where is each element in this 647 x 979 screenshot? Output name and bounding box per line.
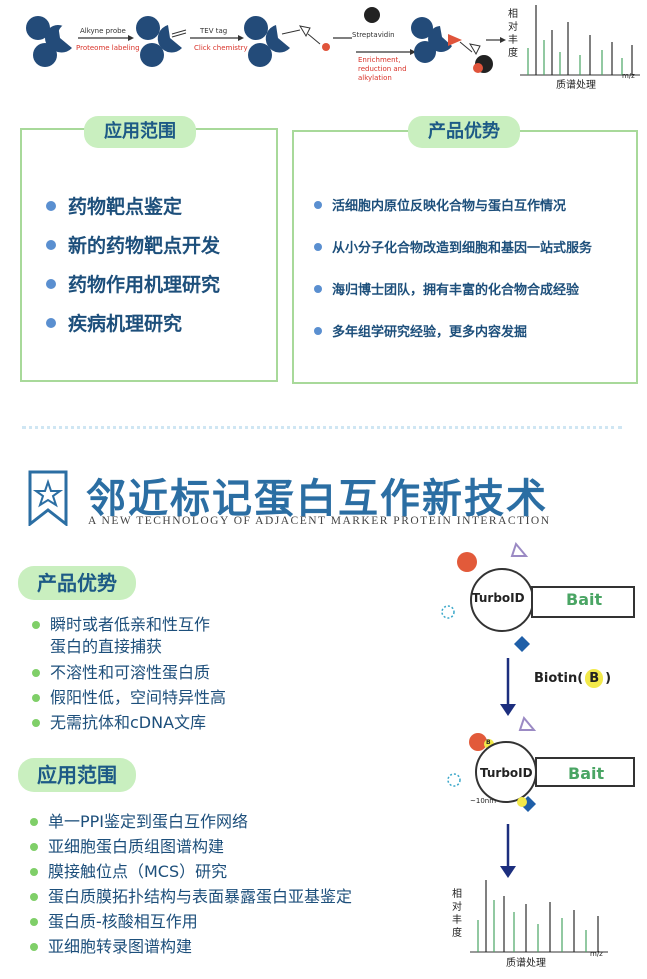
- advantage-panel-title: 产品优势: [408, 116, 520, 148]
- list-item: 瞬时或者低亲和性互作 蛋白的直接捕获: [32, 614, 210, 658]
- turboid-label-2: TurboID: [480, 766, 533, 780]
- bullet-icon: [30, 943, 38, 951]
- spectrum2-ylabel: 相对丰度: [452, 889, 462, 939]
- bullet-icon: [46, 317, 56, 328]
- biotin-b-icon: B: [585, 670, 604, 688]
- bait-label-2: Bait: [568, 764, 605, 783]
- list-item: 无需抗体和cDNA文库: [32, 712, 206, 734]
- list-item: 不溶性和可溶性蛋白质: [32, 662, 210, 684]
- list-item: 药物靶点鉴定: [46, 192, 182, 219]
- spectrum-mz: m/z: [622, 72, 635, 80]
- applications-title: 应用范围: [18, 758, 136, 792]
- list-item: 亚细胞转录图谱构建: [30, 936, 192, 958]
- enrichment-label: Enrichment, reduction and alkylation: [358, 56, 407, 82]
- list-item: 疾病机理研究: [46, 309, 182, 336]
- application-panel-title: 应用范围: [84, 116, 196, 148]
- bullet-icon: [30, 843, 38, 851]
- list-item: 从小分子化合物改造到细胞和基因一站式服务: [314, 237, 592, 256]
- tev-tag-label: TEV tag: [200, 27, 228, 35]
- bullet-icon: [30, 893, 38, 901]
- distance-label: ~10nm: [470, 797, 497, 805]
- list-item: 单一PPI鉴定到蛋白互作网络: [30, 811, 248, 833]
- bullet-icon: [314, 242, 322, 251]
- list-item: 假阳性低，空间特异性高: [32, 687, 226, 709]
- list-item: 新的药物靶点开发: [46, 231, 220, 258]
- bullet-icon: [30, 868, 38, 876]
- bullet-icon: [46, 239, 56, 250]
- bait-label-1: Bait: [566, 590, 603, 609]
- bullet-icon: [30, 918, 38, 926]
- section-divider: [22, 426, 622, 429]
- bullet-icon: [32, 694, 40, 702]
- bullet-icon: [46, 278, 56, 289]
- bullet-icon: [46, 200, 56, 211]
- spectrum2-xlabel: 质谱处理: [506, 958, 546, 969]
- click-chemistry-label: Click chemistry: [194, 44, 248, 52]
- bullet-icon: [32, 669, 40, 677]
- bullet-icon: [32, 621, 40, 629]
- bullet-icon: [314, 284, 322, 293]
- list-item: 亚细胞蛋白质组图谱构建: [30, 836, 224, 858]
- bullet-icon: [314, 326, 322, 335]
- biotin-label: Biotin(B): [534, 670, 612, 688]
- bullet-icon: [30, 818, 38, 826]
- advantages-title: 产品优势: [18, 566, 136, 600]
- bullet-icon: [314, 200, 322, 209]
- spectrum2-mz: m/z: [590, 950, 603, 958]
- section-subtitle: A NEW TECHNOLOGY OF ADJACENT MARKER PROT…: [88, 515, 551, 527]
- spectrum-xlabel: 质谱处理: [556, 80, 596, 91]
- streptavidin-label: Streptavidin: [352, 31, 395, 39]
- list-item: 蛋白质膜拓扑结构与表面暴露蛋白亚基鉴定: [30, 886, 352, 908]
- list-item: 海归博士团队，拥有丰富的化合物合成经验: [314, 279, 579, 298]
- turboid-diagram: [441, 541, 635, 953]
- list-item: 多年组学研究经验，更多内容发掘: [314, 321, 527, 340]
- bookmark-star-icon: [28, 470, 68, 526]
- list-item: 药物作用机理研究: [46, 270, 220, 297]
- proteome-labeling-label: Proteome labeling: [76, 44, 140, 52]
- workflow-diagram: [26, 5, 640, 76]
- spectrum-ylabel: 相对丰度: [508, 9, 518, 59]
- list-item: 膜接触位点（MCS）研究: [30, 861, 227, 883]
- advantage-panel: [292, 130, 638, 384]
- bullet-icon: [32, 719, 40, 727]
- alkyne-probe-label: Alkyne probe: [80, 27, 126, 35]
- list-item: 蛋白质-核酸相互作用: [30, 911, 198, 933]
- turboid-label-1: TurboID: [472, 591, 525, 605]
- section-title: 邻近标记蛋白互作新技术: [86, 476, 548, 522]
- list-item: 活细胞内原位反映化合物与蛋白互作情况: [314, 195, 566, 214]
- biotin-badge: B: [486, 739, 491, 746]
